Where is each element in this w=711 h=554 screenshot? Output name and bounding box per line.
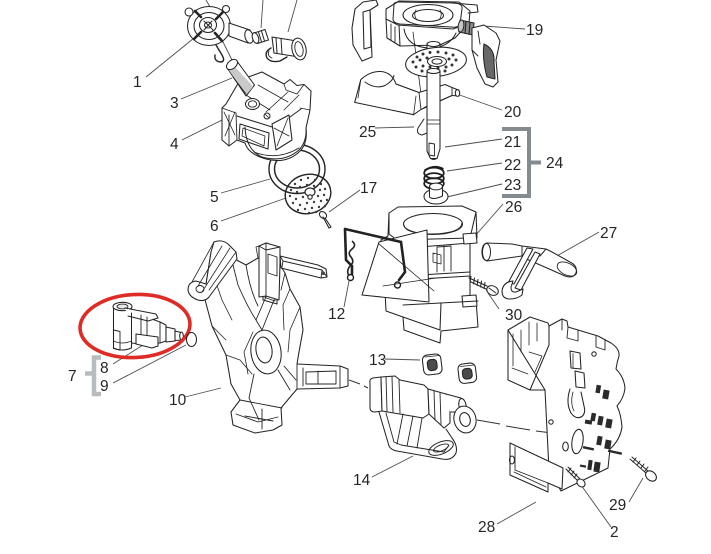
svg-text:23: 23 bbox=[504, 177, 521, 194]
svg-text:12: 12 bbox=[328, 306, 345, 323]
svg-text:24: 24 bbox=[546, 155, 564, 172]
svg-text:29: 29 bbox=[609, 497, 626, 514]
svg-text:6: 6 bbox=[210, 218, 219, 235]
svg-text:20: 20 bbox=[504, 104, 522, 121]
svg-text:10: 10 bbox=[169, 392, 187, 409]
svg-text:14: 14 bbox=[353, 472, 371, 489]
svg-text:28: 28 bbox=[478, 519, 495, 536]
svg-text:27: 27 bbox=[600, 225, 617, 242]
svg-text:2: 2 bbox=[610, 524, 619, 541]
svg-text:4: 4 bbox=[170, 136, 179, 153]
svg-text:5: 5 bbox=[210, 189, 219, 206]
svg-text:7: 7 bbox=[68, 368, 77, 385]
svg-text:3: 3 bbox=[170, 95, 179, 112]
svg-text:26: 26 bbox=[505, 199, 522, 216]
svg-text:19: 19 bbox=[526, 22, 543, 39]
svg-text:21: 21 bbox=[504, 134, 521, 151]
svg-text:13: 13 bbox=[369, 352, 386, 369]
svg-text:17: 17 bbox=[360, 180, 377, 197]
svg-text:22: 22 bbox=[504, 157, 521, 174]
svg-text:30: 30 bbox=[505, 307, 523, 324]
svg-text:1: 1 bbox=[133, 74, 142, 91]
svg-text:25: 25 bbox=[359, 124, 376, 141]
svg-text:9: 9 bbox=[100, 378, 109, 395]
svg-text:8: 8 bbox=[100, 360, 109, 377]
